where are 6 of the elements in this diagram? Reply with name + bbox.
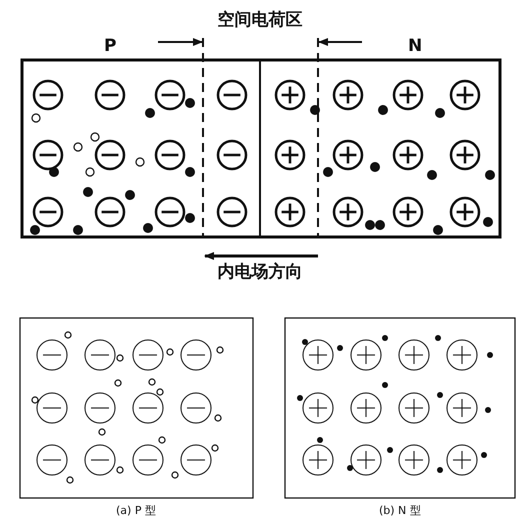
region-label: 空间电荷区 (218, 12, 302, 29)
figure-caption: (a) P 型 (116, 505, 156, 516)
region-label: N (408, 38, 422, 55)
field-direction-label: 内电场方向 (218, 264, 302, 281)
figure-caption: (b) N 型 (379, 505, 421, 516)
region-label: P (104, 38, 116, 55)
